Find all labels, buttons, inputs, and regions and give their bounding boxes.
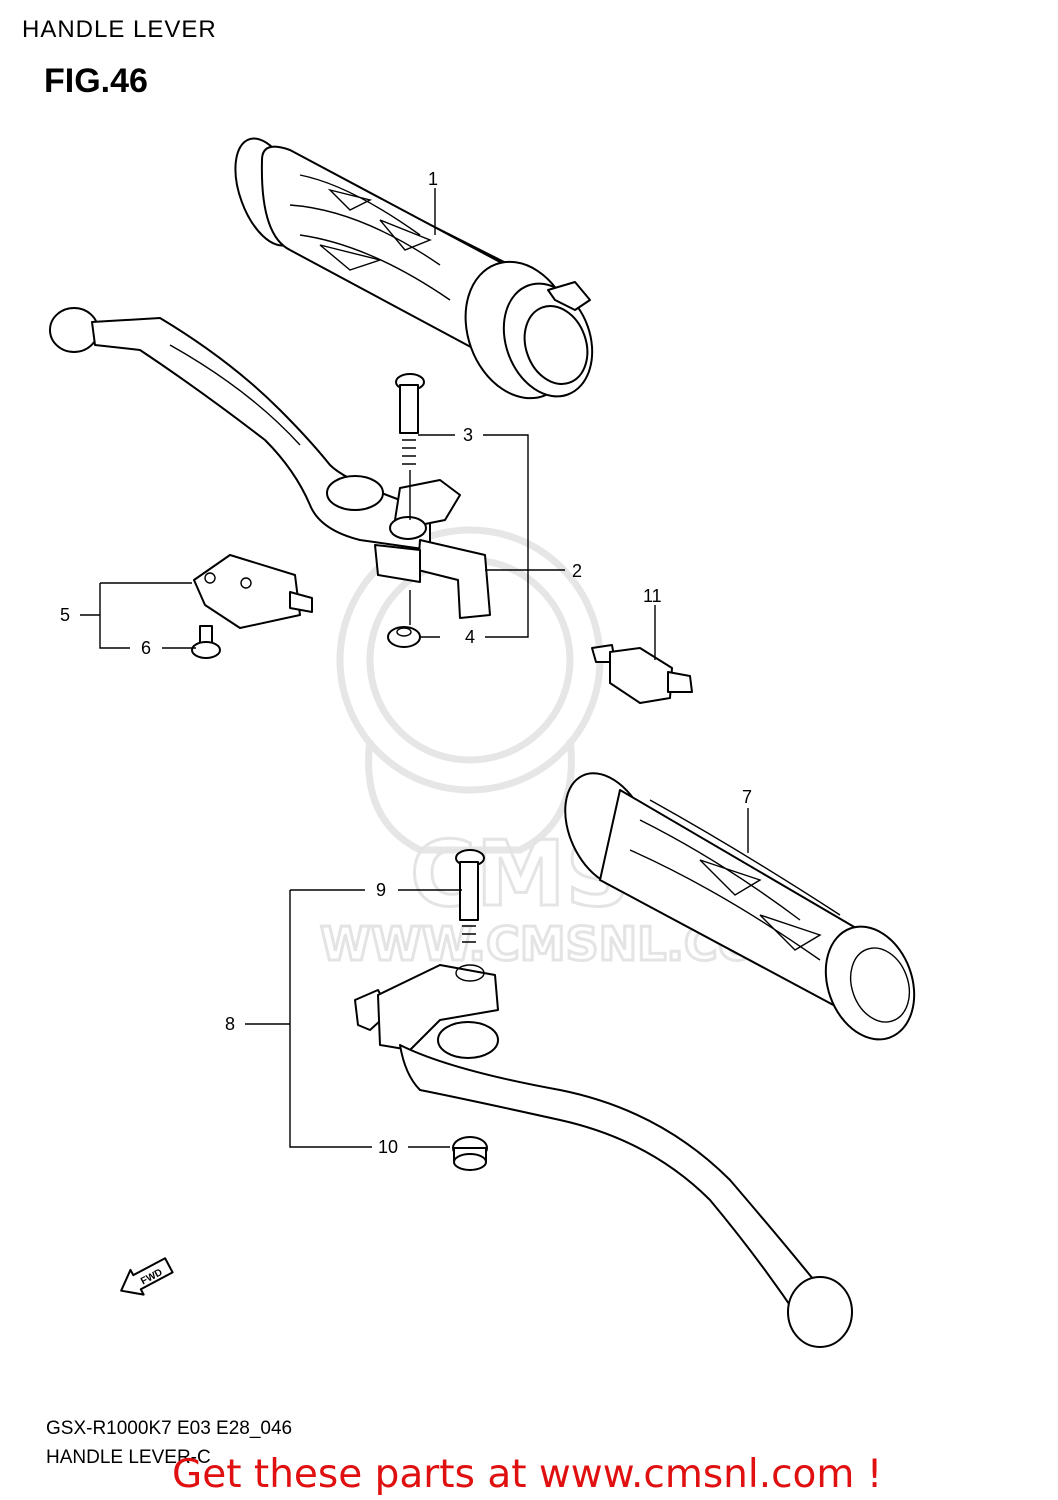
callout-1: 1 bbox=[428, 169, 438, 189]
callout-11: 11 bbox=[643, 586, 662, 606]
callout-5: 5 bbox=[60, 605, 70, 625]
callout-9: 9 bbox=[376, 880, 386, 900]
promo-link-text[interactable]: Get these parts at www.cmsnl.com ! bbox=[172, 1452, 883, 1497]
part-1-throttle-grip bbox=[234, 137, 594, 400]
part-3-pivot-bolt bbox=[395, 373, 425, 465]
callout-6: 6 bbox=[141, 638, 151, 658]
page-header: HANDLE LEVER bbox=[22, 16, 217, 43]
part-6-screw bbox=[191, 625, 221, 659]
callout-3: 3 bbox=[463, 425, 473, 445]
part-10-nut bbox=[452, 1136, 488, 1171]
part-5-brake-switch bbox=[193, 554, 313, 629]
leader-lines bbox=[80, 188, 749, 1148]
callout-7: 7 bbox=[742, 787, 752, 807]
figure-number: FIG.46 bbox=[44, 62, 148, 100]
part-8-clutch-lever bbox=[354, 964, 853, 1348]
part-7-left-grip bbox=[564, 772, 916, 1041]
part-11-clutch-switch bbox=[591, 644, 693, 704]
part-2-brake-lever bbox=[49, 307, 491, 619]
fwd-arrow-icon: FWD bbox=[120, 1257, 174, 1296]
callout-8: 8 bbox=[225, 1014, 235, 1034]
callout-10: 10 bbox=[378, 1137, 398, 1157]
diagram-caption: HANDLE LEVER-C bbox=[46, 1447, 211, 1468]
part-9-pivot-bolt bbox=[455, 849, 485, 943]
callout-labels: 1 2 3 4 5 6 7 8 9 10 11 bbox=[60, 169, 752, 1157]
model-code: GSX-R1000K7 E03 E28_046 bbox=[46, 1418, 293, 1439]
part-4-nut bbox=[387, 626, 421, 648]
callout-2: 2 bbox=[572, 561, 582, 581]
callout-4: 4 bbox=[465, 627, 475, 647]
